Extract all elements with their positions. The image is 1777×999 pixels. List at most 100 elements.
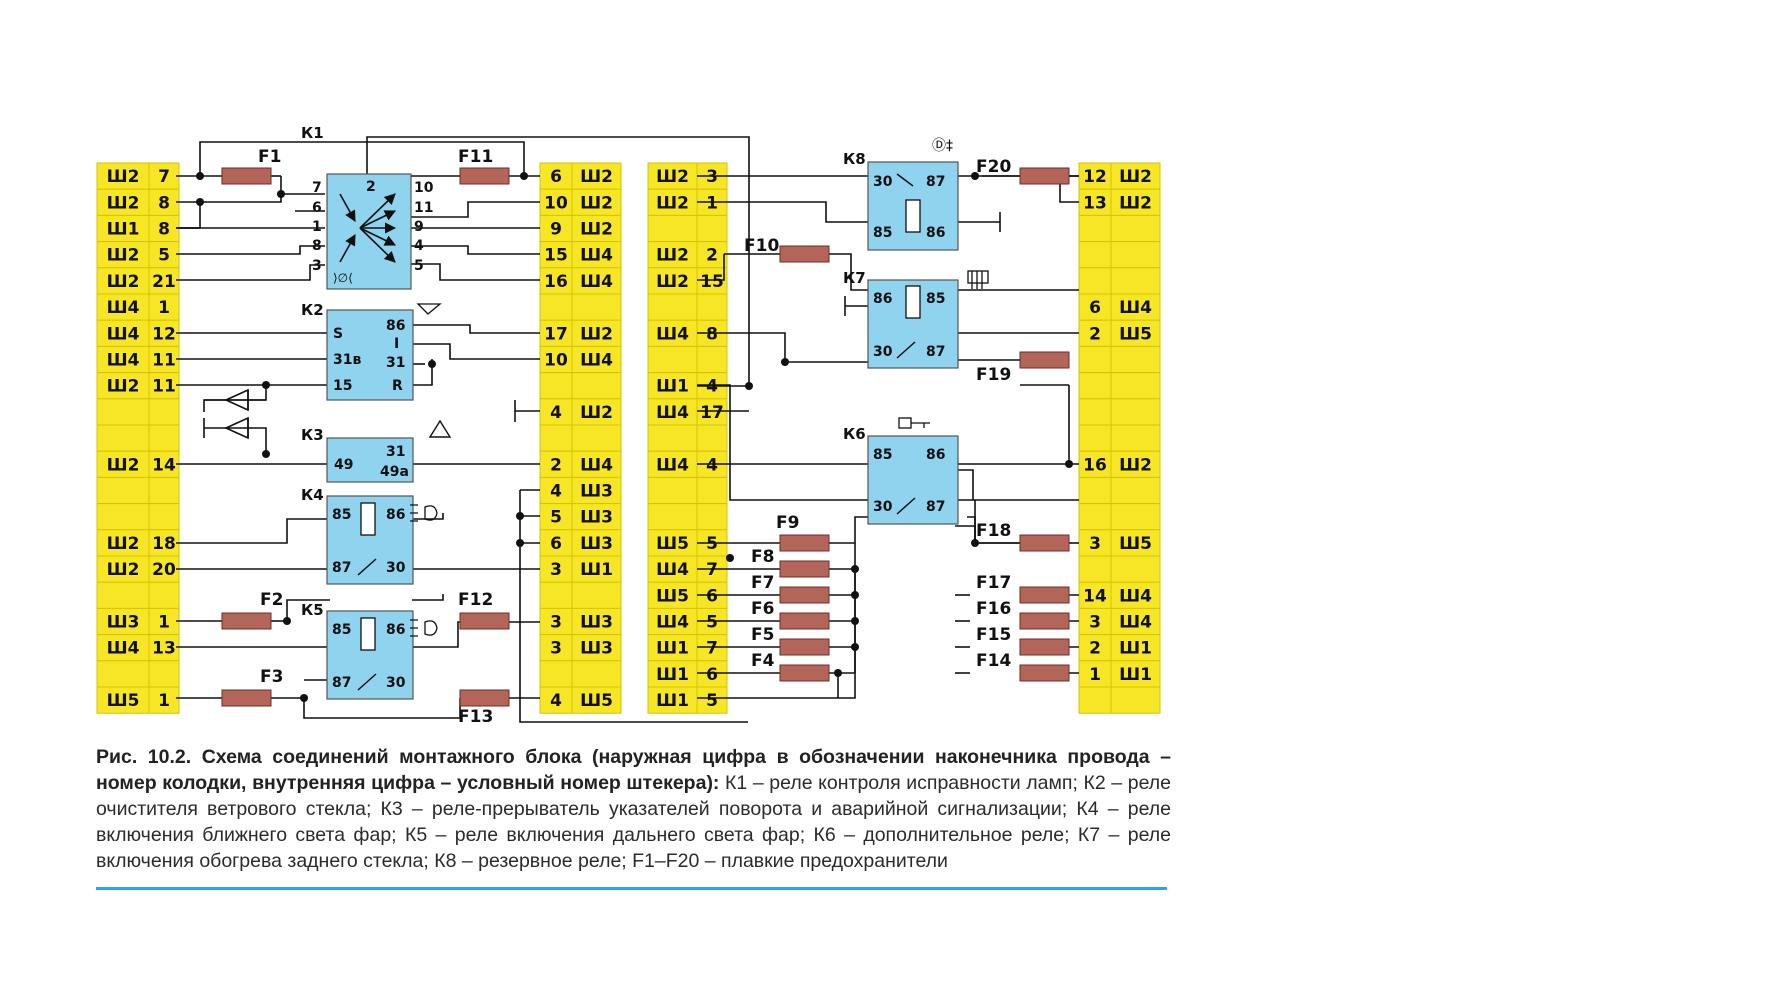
right-connector-outer: Ш4 — [1119, 298, 1152, 318]
k3-pin-49a: 49а — [380, 464, 409, 480]
right-connector-cell — [1110, 424, 1161, 452]
relay-k2: К2 S 31в 15 86 I 31 R — [301, 301, 442, 401]
right-connector-outer: Ш4 — [1119, 613, 1152, 633]
center-left-connector-cell — [539, 660, 573, 688]
relay-k7: К7 86 85 30 87 — [843, 269, 989, 369]
left-connector-outer: Ш4 — [107, 324, 140, 344]
left-connector-inner: 11 — [152, 377, 176, 397]
center-left-connector-inner: 3 — [550, 560, 562, 580]
fuse-f10-label: F10 — [744, 236, 779, 256]
center-left-connector-outer: Ш4 — [580, 272, 613, 292]
left-connector-inner: 8 — [158, 220, 170, 240]
k4-pin-85: 85 — [332, 507, 351, 523]
left-connector-cell — [96, 188, 150, 216]
relay-k2-label: К2 — [301, 301, 324, 319]
figure-caption: Рис. 10.2. Схема соединений монтажного б… — [96, 744, 1171, 874]
center-left-connector-cell — [571, 581, 622, 609]
left-connector-cell — [96, 398, 150, 426]
center-left-connector-inner: 6 — [550, 534, 562, 554]
center-left-connector-outer: Ш3 — [580, 534, 613, 554]
right-connector-cell — [1078, 372, 1112, 400]
left-connector-cell — [148, 267, 180, 295]
center-left-connector-cell — [539, 372, 573, 400]
center-left-connector-outer: Ш5 — [580, 691, 613, 711]
caption-rule — [96, 887, 1167, 890]
left-connector-inner: 8 — [158, 193, 170, 213]
fuse-f16-label: F16 — [976, 599, 1011, 619]
center-right-connector-outer: Ш1 — [656, 691, 689, 711]
right-connector-inner: 1 — [1089, 665, 1101, 685]
center-left-connector-outer: Ш4 — [580, 351, 613, 371]
right-connector-outer: Ш1 — [1119, 639, 1152, 659]
center-right-connector-inner: 17 — [700, 403, 724, 423]
fuse-f19 — [1019, 351, 1070, 369]
k8-pin-85: 85 — [873, 225, 892, 241]
fog-light-icon: Ⓓ‡ — [932, 138, 953, 154]
center-right-connector-cell — [696, 214, 728, 243]
center-right-connector-inner: 4 — [706, 455, 718, 475]
center-right-connector-cell — [647, 581, 698, 609]
center-right-connector-outer: Ш2 — [656, 193, 689, 213]
left-connector-cell — [96, 345, 150, 374]
k5-pin-30: 30 — [386, 675, 406, 691]
center-left-connector-cell — [571, 634, 622, 662]
right-connector-cell — [1078, 188, 1112, 216]
center-right-connector-outer: Ш4 — [656, 455, 689, 475]
left-connector-cell — [148, 634, 180, 662]
right-connector-cell — [1110, 214, 1161, 243]
right-connector-cell — [1078, 214, 1112, 243]
k1-pin-left-1: 7 — [312, 180, 322, 196]
right-connector-inner: 14 — [1083, 586, 1107, 606]
right-connector-cell — [1078, 162, 1112, 190]
right-connector-cell — [1110, 188, 1161, 216]
center-left-connector-cell — [571, 162, 622, 190]
center-left-connector-outer: Ш2 — [580, 324, 613, 344]
center-left-connector-inner: 17 — [544, 324, 568, 344]
right-connector-outer: Ш2 — [1119, 193, 1152, 213]
left-connector-inner: 7 — [158, 167, 170, 187]
fuse-f16 — [1019, 612, 1070, 630]
center-right-connector-outer: Ш5 — [656, 534, 689, 554]
right-connector-inner: 16 — [1083, 455, 1107, 475]
center-left-connector-cell — [571, 686, 622, 714]
k1-pin-left-4: 8 — [312, 238, 322, 254]
left-connector-cell — [96, 660, 150, 688]
k1-pin-top: 2 — [366, 179, 376, 195]
center-right-connector-outer: Ш1 — [656, 639, 689, 659]
center-right-connector-cell — [647, 372, 698, 400]
center-right-connector-inner: 5 — [706, 691, 718, 711]
k7-pin-85: 85 — [926, 291, 945, 307]
fuse-f4 — [779, 664, 830, 682]
left-connector-outer: Ш4 — [107, 351, 140, 371]
k1-pin-right-5: 5 — [414, 258, 424, 274]
fuse-f13-label: F13 — [458, 707, 493, 727]
relay-k4-label: К4 — [301, 486, 324, 504]
low-beam-icon — [410, 504, 438, 522]
right-connector-cell — [1078, 241, 1112, 269]
fuse-f7 — [779, 586, 830, 604]
left-connector-inner: 20 — [152, 560, 176, 580]
right-connector-cell — [1110, 398, 1161, 426]
center-left-connector-cell — [539, 424, 573, 452]
k2-pin-86: 86 — [386, 318, 405, 334]
right-connector-cell — [1110, 660, 1161, 688]
center-left-connector-cell — [539, 214, 573, 243]
fuse-f14 — [1019, 664, 1070, 682]
k7-pin-86: 86 — [873, 291, 892, 307]
fuse-f3-label: F3 — [260, 667, 283, 687]
relay-k1: К1 2 7 6 1 8 3 10 11 9 4 5 ⟩∅⟨ — [301, 124, 434, 290]
left-connector-outer: Ш5 — [107, 691, 140, 711]
center-left-connector-cell — [571, 398, 622, 426]
right-connector-cell — [1110, 634, 1161, 662]
right-connector-cell — [1110, 162, 1161, 190]
center-left-connector-inner: 2 — [550, 455, 562, 475]
left-connector-cell — [96, 424, 150, 452]
relay-k7-label: К7 — [843, 269, 866, 287]
center-left-connector-outer: Ш4 — [580, 246, 613, 266]
k7-pin-30: 30 — [873, 344, 893, 360]
fuse-f5 — [779, 638, 830, 656]
k7-pin-87: 87 — [926, 344, 945, 360]
relay-k8: К8 30 87 85 86 Ⓓ‡ — [843, 138, 959, 251]
